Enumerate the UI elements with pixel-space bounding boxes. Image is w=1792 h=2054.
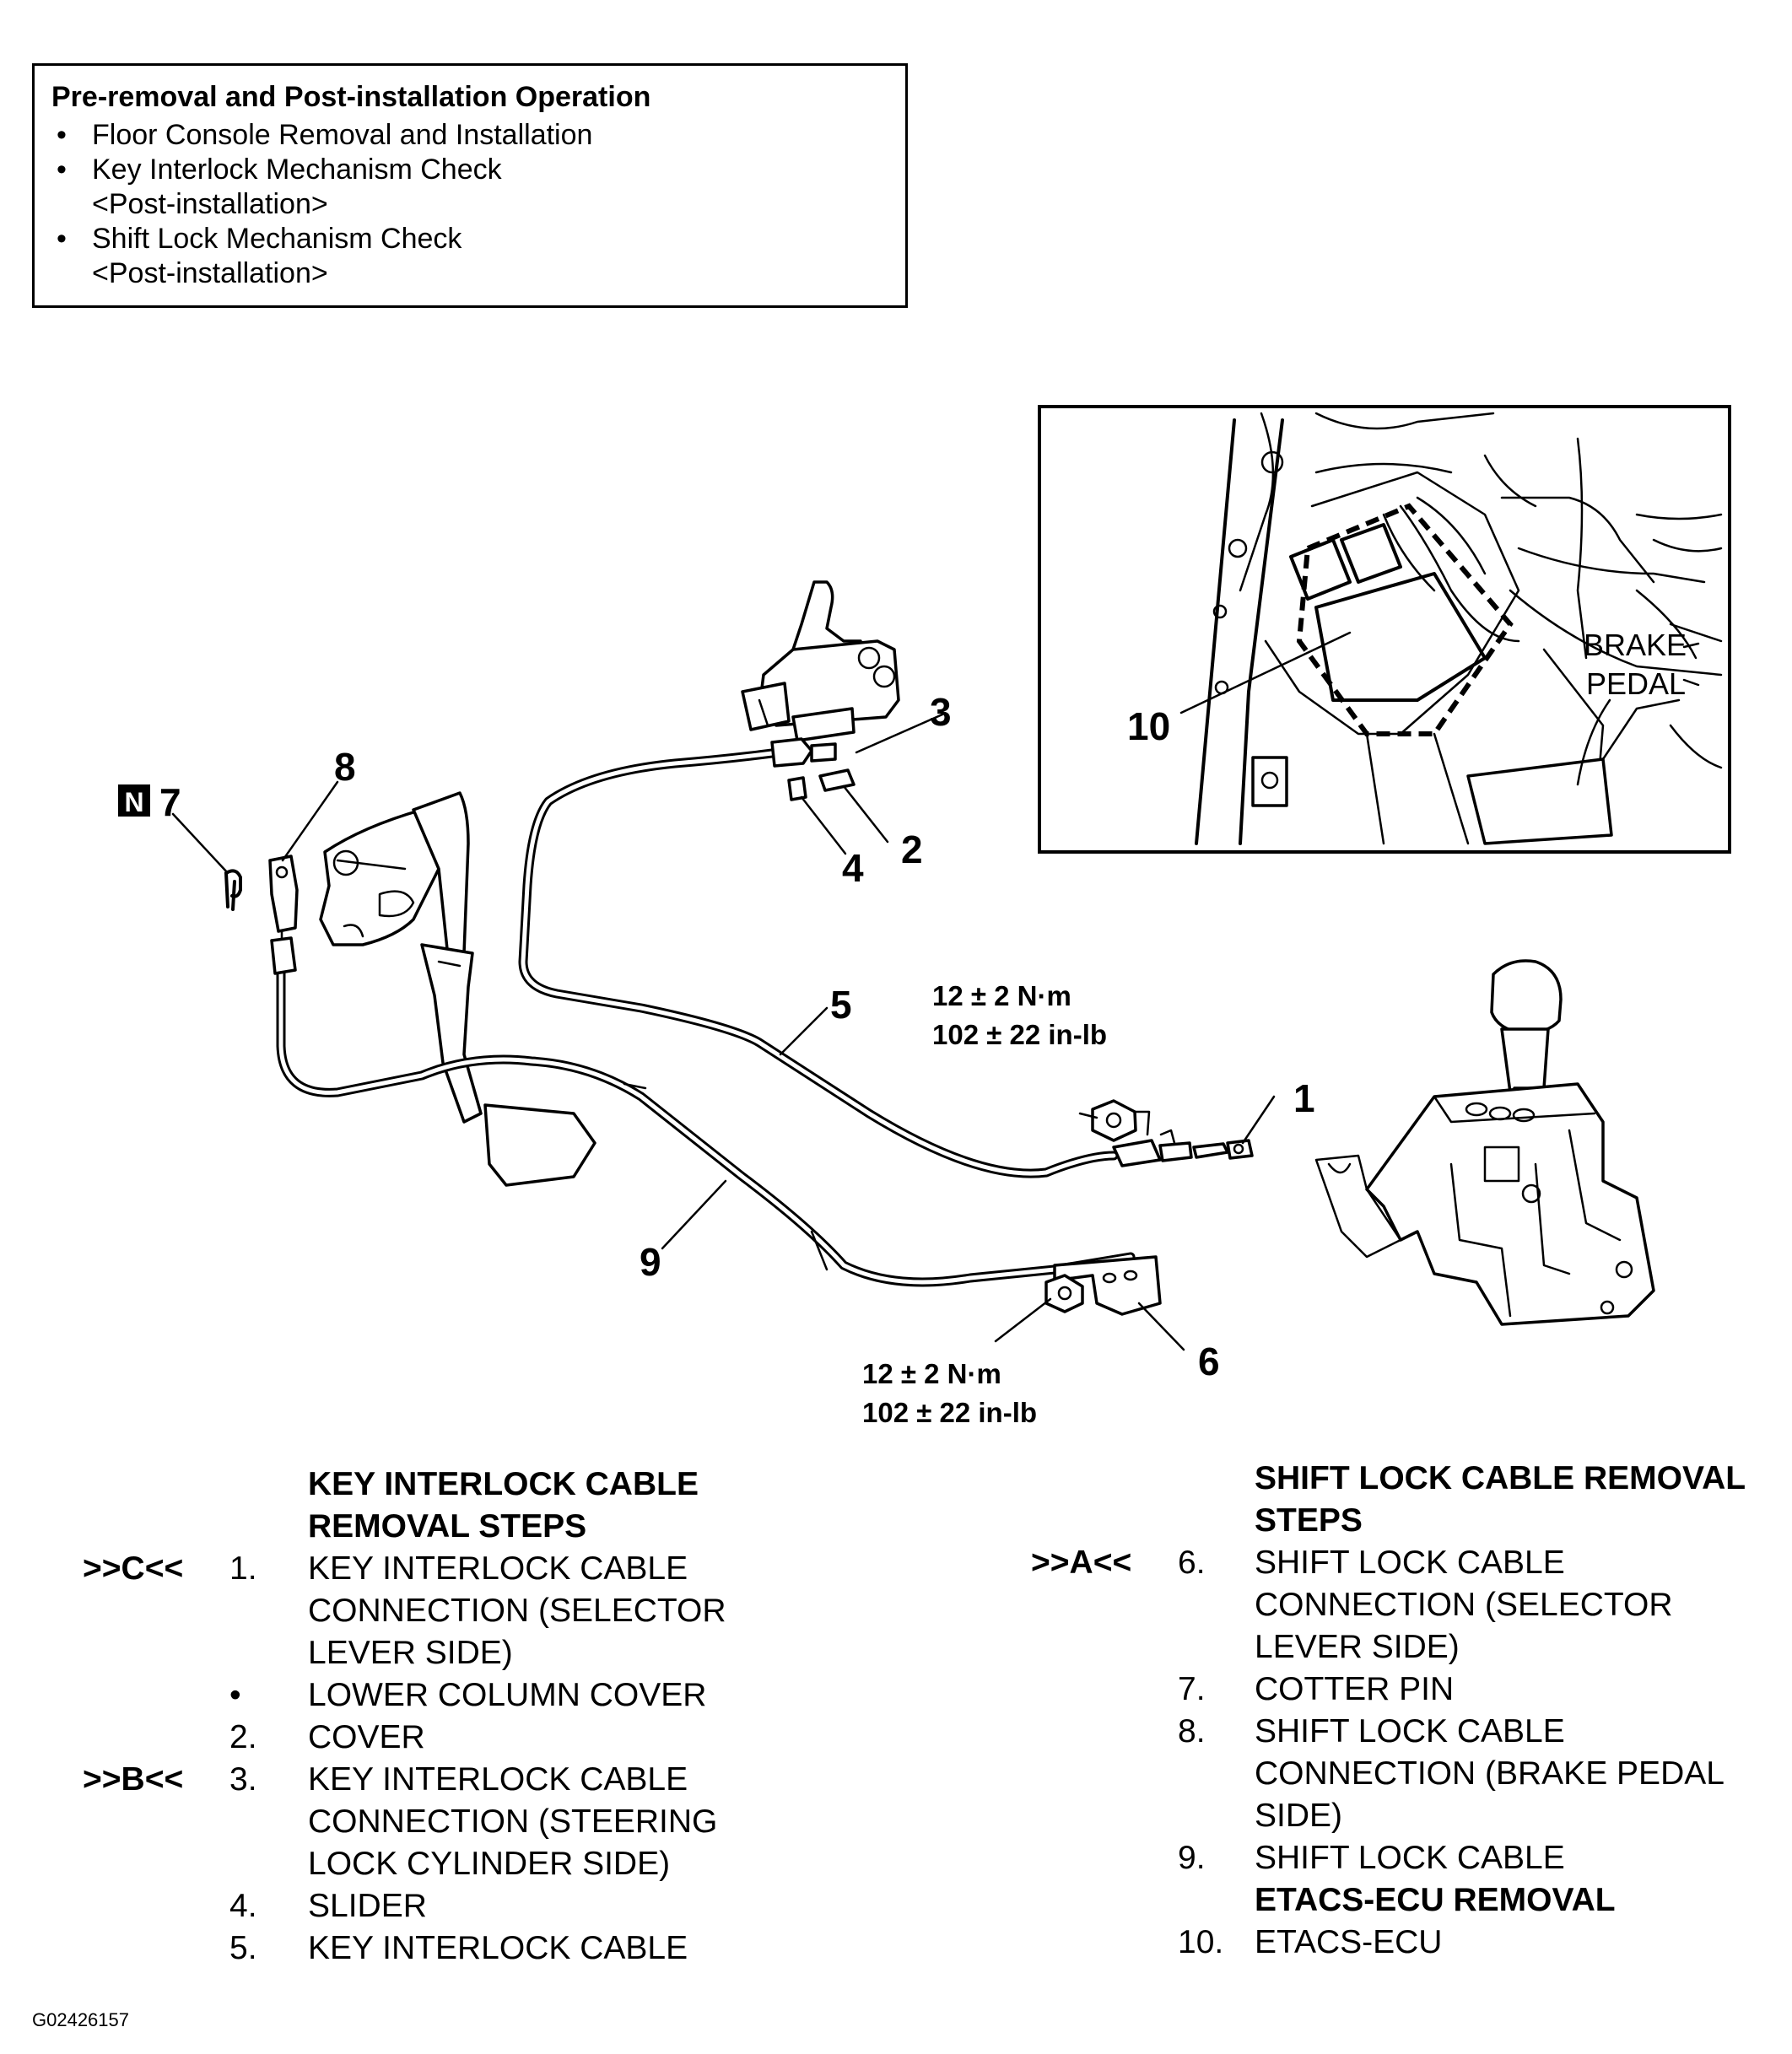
callout-2: 2 — [901, 828, 923, 871]
step-row: • LOWER COLUMN COVER — [0, 1674, 928, 1717]
step-row: >>A<< 6. SHIFT LOCK CABLE CONNECTION (SE… — [928, 1542, 1792, 1669]
inset-label-brake: BRAKE — [1584, 628, 1687, 662]
step-bullet: • — [229, 1677, 241, 1713]
step-text: SIDE) — [1255, 1798, 1343, 1834]
step-text: CONNECTION (STEERING — [308, 1803, 718, 1840]
operation-item-sub: <Post-installation> — [92, 188, 328, 220]
nut-lower — [1044, 1274, 1084, 1313]
callout-6: 6 — [1198, 1340, 1220, 1383]
operation-item: Shift Lock Mechanism Check<Post-installa… — [51, 222, 888, 291]
cover-part — [818, 768, 856, 792]
step-text: COTTER PIN — [1255, 1671, 1455, 1707]
step-text: COVER — [308, 1719, 425, 1755]
callout-1: 1 — [1293, 1076, 1315, 1120]
step-text: SHIFT LOCK CABLE — [1255, 1840, 1565, 1876]
step-number: 7. — [1178, 1671, 1206, 1707]
brake-pedal-assembly — [319, 791, 596, 1187]
callout-4: 4 — [842, 846, 864, 890]
step-row: 9. SHIFT LOCK CABLE — [928, 1837, 1792, 1879]
step-text: KEY INTERLOCK CABLE — [308, 1761, 688, 1798]
operation-item: Key Interlock Mechanism Check<Post-insta… — [51, 153, 888, 222]
step-row: 2. COVER — [0, 1717, 928, 1759]
inset-label-pedal: PEDAL — [1586, 666, 1686, 701]
etacs-heading: ETACS-ECU REMOVAL — [1255, 1882, 1616, 1918]
callout-3: 3 — [930, 690, 952, 734]
callout-5: 5 — [830, 983, 852, 1027]
step-row: 4. SLIDER — [0, 1885, 928, 1927]
operation-item-text: Floor Console Removal and Installation — [92, 119, 593, 151]
step-number: 6. — [1178, 1545, 1206, 1581]
operation-item-text: Key Interlock Mechanism Check — [92, 154, 502, 186]
step-row: >>B<< 3. KEY INTERLOCK CABLE CONNECTION … — [0, 1759, 928, 1885]
step-code: >>A<< — [1031, 1545, 1132, 1581]
callout-9: 9 — [640, 1240, 661, 1284]
shift-lock-steps: SHIFT LOCK CABLE REMOVAL STEPS >>A<< 6. … — [928, 1458, 1792, 1964]
step-row: >>C<< 1. KEY INTERLOCK CABLE CONNECTION … — [0, 1548, 928, 1674]
inset-panel: 10 BRAKE PEDAL — [1038, 405, 1731, 854]
key-interlock-heading: KEY INTERLOCK CABLE — [308, 1466, 699, 1502]
step-row: 5. KEY INTERLOCK CABLE — [0, 1927, 928, 1970]
shift-lock-heading-2: STEPS — [1255, 1502, 1363, 1539]
pedal-side-connector — [268, 854, 299, 975]
operation-title: Pre-removal and Post-installation Operat… — [51, 81, 651, 113]
operation-item: Floor Console Removal and Installation — [51, 118, 888, 153]
step-text: LOWER COLUMN COVER — [308, 1677, 707, 1713]
step-code: >>B<< — [83, 1761, 184, 1798]
step-number: 8. — [1178, 1713, 1206, 1749]
step-number: 2. — [229, 1719, 257, 1755]
shift-lock-heading: SHIFT LOCK CABLE REMOVAL — [1255, 1460, 1746, 1496]
step-number: 10. — [1178, 1924, 1224, 1960]
step-text: CONNECTION (BRAKE PEDAL — [1255, 1755, 1725, 1792]
step-number: 9. — [1178, 1840, 1206, 1876]
operation-list: Floor Console Removal and Installation K… — [51, 118, 888, 291]
torque-upper-imperial: 102 ± 22 in-lb — [932, 1019, 1107, 1050]
selector-lever-assembly — [1314, 959, 1655, 1326]
operation-box: Pre-removal and Post-installation Operat… — [32, 63, 908, 308]
shift-lock-cable — [276, 965, 1136, 1287]
key-interlock-heading-2: REMOVAL STEPS — [308, 1508, 587, 1545]
step-text: KEY INTERLOCK CABLE — [308, 1930, 688, 1966]
step-text: KEY INTERLOCK CABLE — [308, 1550, 688, 1587]
torque-lower-metric: 12 ± 2 N·m — [862, 1358, 1001, 1389]
step-number: 1. — [229, 1550, 257, 1587]
steering-lock-cylinder — [741, 580, 900, 742]
step-text: SHIFT LOCK CABLE — [1255, 1713, 1565, 1749]
figure-id: G02426157 — [32, 2009, 129, 2030]
step-number: 3. — [229, 1761, 257, 1798]
callout-8: 8 — [334, 745, 356, 789]
step-text: CONNECTION (SELECTOR — [1255, 1587, 1673, 1623]
step-text: LOCK CYLINDER SIDE) — [308, 1846, 671, 1882]
operation-item-sub: <Post-installation> — [92, 257, 328, 289]
step-text: SLIDER — [308, 1888, 427, 1924]
non-reusable-mark: N — [118, 784, 150, 817]
key-interlock-steps: KEY INTERLOCK CABLE REMOVAL STEPS >>C<< … — [0, 1464, 928, 1970]
callout-10: 10 — [1127, 704, 1170, 748]
key-interlock-cable — [518, 737, 1254, 1178]
step-row: 10. ETACS-ECU — [928, 1922, 1792, 1964]
n-mark-letter: N — [124, 787, 143, 817]
step-number: 5. — [229, 1930, 257, 1966]
nut-upper — [1091, 1099, 1137, 1142]
step-row: 7. COTTER PIN — [928, 1669, 1792, 1711]
cotter-pin — [224, 869, 242, 911]
leader-lines — [171, 713, 1276, 1351]
step-text: SHIFT LOCK CABLE — [1255, 1545, 1565, 1581]
callout-7: 7 — [159, 780, 181, 824]
slider-part — [787, 776, 807, 801]
step-text: LEVER SIDE) — [1255, 1629, 1460, 1665]
torque-upper-metric: 12 ± 2 N·m — [932, 980, 1071, 1011]
step-text: LEVER SIDE) — [308, 1635, 513, 1671]
torque-lower-imperial: 102 ± 22 in-lb — [862, 1397, 1037, 1428]
operation-item-text: Shift Lock Mechanism Check — [92, 223, 462, 255]
step-text: CONNECTION (SELECTOR — [308, 1593, 726, 1629]
step-number: 4. — [229, 1888, 257, 1924]
step-code: >>C<< — [83, 1550, 184, 1587]
step-row: 8. SHIFT LOCK CABLE CONNECTION (BRAKE PE… — [928, 1711, 1792, 1837]
step-text: ETACS-ECU — [1255, 1924, 1443, 1960]
